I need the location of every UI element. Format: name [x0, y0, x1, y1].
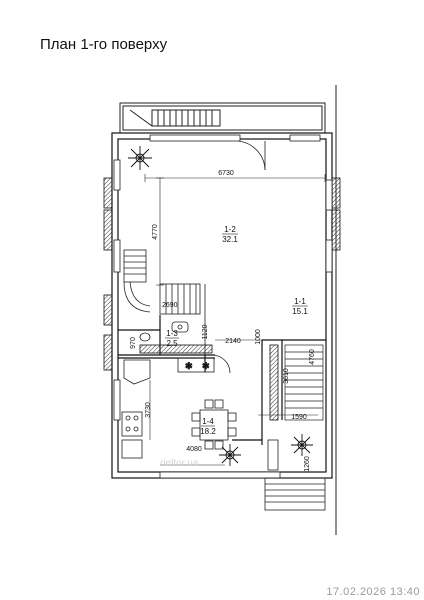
plan-title: План 1-го поверху [40, 36, 168, 53]
svg-text:✱: ✱ [185, 361, 193, 371]
svg-text:1-4: 1-4 [202, 417, 214, 426]
dim-corridor-height: 1000 [255, 329, 262, 345]
room-label-1-3: 1-3 2.5 [165, 329, 179, 348]
wall-pilasters [103, 177, 341, 371]
timestamp: 17.02.2026 13:40 [326, 586, 420, 598]
top-terrace [119, 85, 337, 535]
svg-text:32.1: 32.1 [222, 235, 238, 244]
svg-text:✱: ✱ [202, 361, 210, 371]
svg-text:15.1: 15.1 [292, 307, 308, 316]
svg-text:1-3: 1-3 [166, 329, 178, 338]
dim-1120: 1120 [202, 324, 209, 339]
dimension-lines [144, 174, 326, 466]
dining-table [191, 399, 237, 450]
room-label-1-4: 1-4 18.2 [200, 417, 216, 436]
dim-entrance-depth: 1260 [304, 456, 311, 472]
room-label-1-1: 1-1 15.1 [292, 297, 308, 316]
svg-text:1-1: 1-1 [294, 297, 306, 306]
hatched-walls [139, 344, 279, 421]
dim-entrance-width: 1590 [291, 414, 307, 421]
dim-height-left: 4770 [152, 224, 159, 240]
dim-970: 970 [130, 337, 137, 349]
plant-icon [128, 146, 313, 466]
dim-stair-right-b: 4760 [309, 349, 316, 365]
windows [113, 134, 333, 479]
right-stair [284, 344, 324, 421]
dim-width-top: 6730 [218, 170, 234, 177]
dim-corridor: 2140 [225, 338, 241, 345]
dim-kitchen-height: 3730 [145, 402, 152, 418]
bathroom-fixtures [139, 321, 231, 374]
kitchen-fixtures: ✱ ✱ [121, 357, 215, 459]
entrance-porch [264, 439, 326, 511]
terrace-door [237, 140, 266, 171]
svg-text:2.5: 2.5 [166, 339, 178, 348]
svg-text:1-2: 1-2 [224, 225, 236, 234]
room-label-1-2: 1-2 32.1 [222, 225, 238, 244]
watermark: rieltor.ua [160, 458, 199, 469]
internal-stair [123, 249, 206, 355]
dim-stair-right-a: 3610 [283, 368, 290, 384]
dim-stair-upper: 2690 [162, 302, 178, 309]
dim-kitchen-width: 4080 [186, 446, 202, 453]
svg-text:18.2: 18.2 [200, 427, 216, 436]
